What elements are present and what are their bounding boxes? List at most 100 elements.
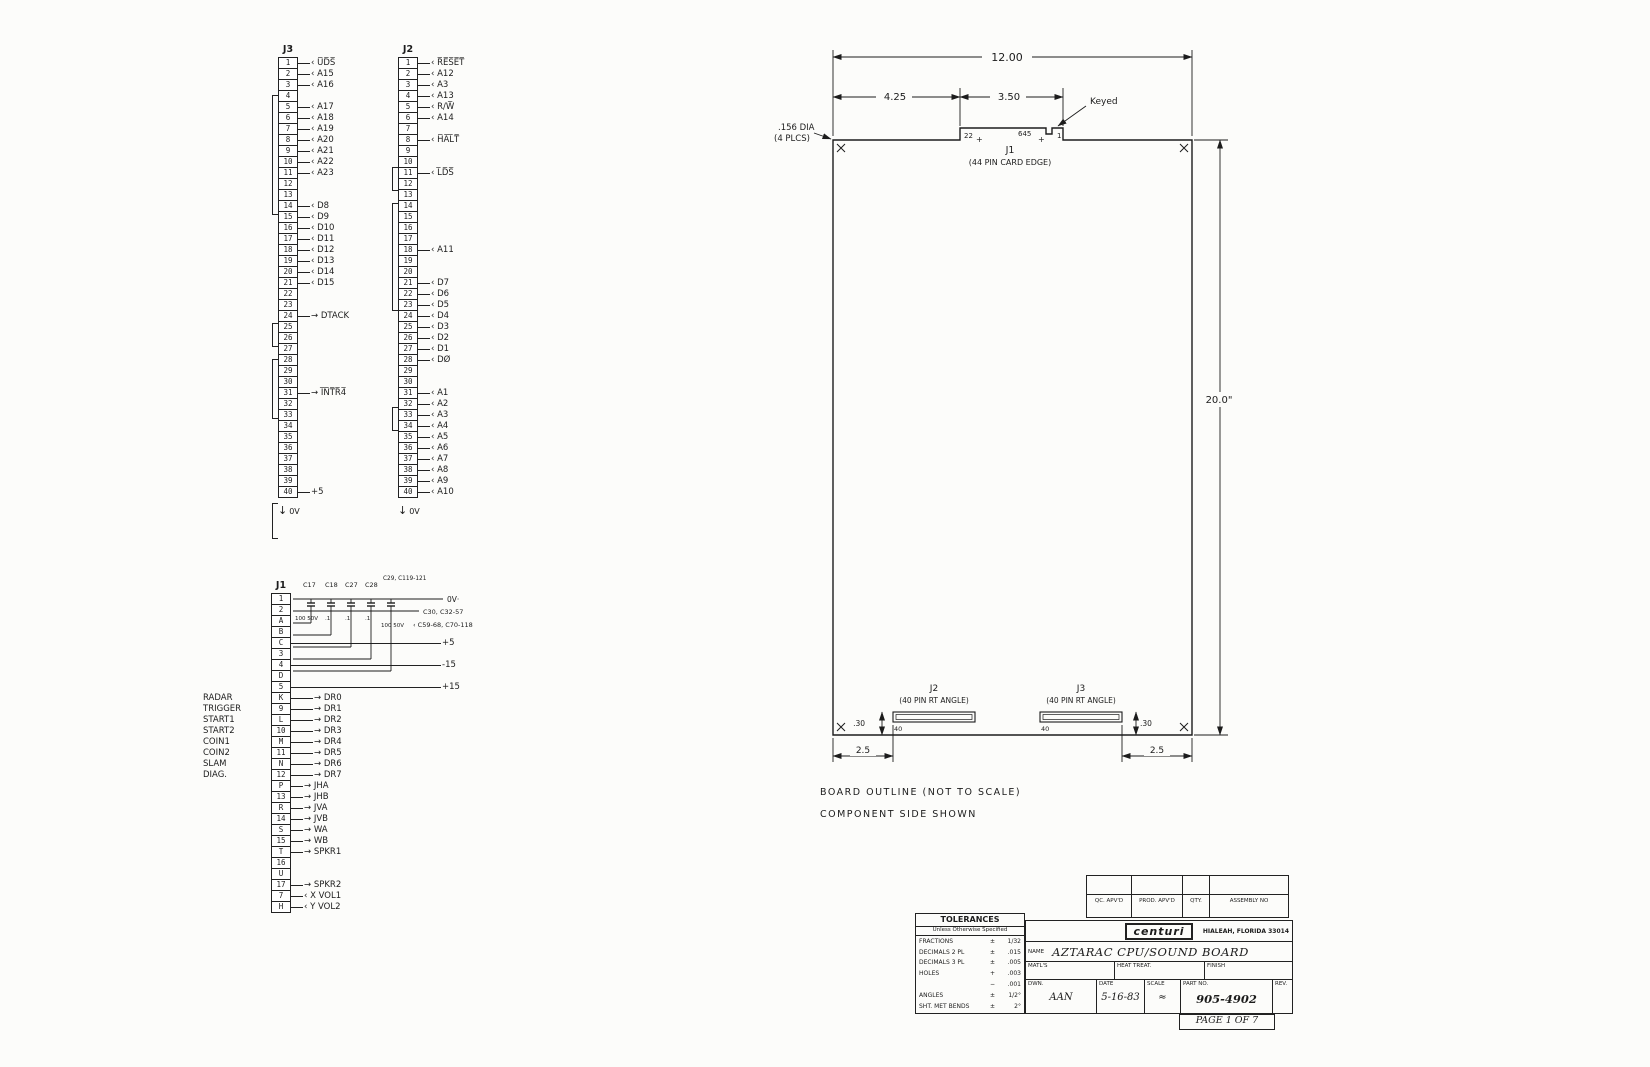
pin-row: START2 10 → DR3 <box>199 725 460 737</box>
pin-signal-label: → SPKR1 <box>291 847 341 857</box>
svg-text:.30: .30 <box>853 719 865 728</box>
pin-row: 13 → JHB <box>199 791 460 803</box>
pin-row: 8 ‹ A20 <box>278 134 349 146</box>
bus-bracket <box>392 203 398 311</box>
svg-text:.1: .1 <box>345 616 350 622</box>
pin-signal-label: ‹ A3 <box>418 80 448 90</box>
pin-number: 40 <box>278 486 298 498</box>
board-outline-drawing: 12.00 4.25 3.50 Keyed .156 DIA (4 PLCS) … <box>774 50 1242 820</box>
svg-text:.156 DIA: .156 DIA <box>778 123 815 133</box>
bus-bracket <box>392 167 398 191</box>
pin-signal-label: ‹ A17 <box>298 102 334 112</box>
ground-label: 0V <box>289 507 300 516</box>
pin-row: 38 ‹ A8 <box>398 464 464 476</box>
pin-row: H ‹ Y VOL2 <box>199 901 460 913</box>
pin-signal-label: → DR4 <box>291 737 342 747</box>
tolerance-value: .015 <box>1007 948 1021 956</box>
pin-signal-label: ‹ D2 <box>418 333 449 343</box>
pin-number: H <box>271 901 291 913</box>
tolerance-value: 1/2° <box>1008 991 1021 999</box>
pin-signal-label: ‹ D7 <box>418 278 449 288</box>
pin-signal-label: ‹ L̅D̅S̅ <box>418 168 454 178</box>
company-location: HIALEAH, FLORIDA 33014 <box>1202 928 1289 935</box>
svg-text:(4 PLCS): (4 PLCS) <box>774 134 810 144</box>
bus-bracket <box>272 323 278 347</box>
finish-label: FINISH <box>1207 963 1226 969</box>
pin-signal-label: ‹ D15 <box>298 278 334 288</box>
capacitor-wires <box>293 598 443 672</box>
svg-text:0V·: 0V· <box>447 595 459 604</box>
svg-text:J2: J2 <box>929 684 938 694</box>
pin-row: 16 <box>398 222 464 234</box>
pin-number: 13 <box>278 189 298 201</box>
connector-j1: J1 1 2 A B C +5 <box>199 580 460 913</box>
pin-signal-label: ‹ H̅A̅L̅T̅ <box>418 135 459 145</box>
svg-text:20.0": 20.0" <box>1206 395 1233 406</box>
svg-text:2.5: 2.5 <box>856 746 870 756</box>
connector-j3-outline <box>1039 711 1123 723</box>
pin-row: 33 ‹ A3 <box>398 409 464 421</box>
connector-j2-title: J2 <box>402 44 414 55</box>
svg-text:.30: .30 <box>1140 719 1152 728</box>
page-number-value: PAGE 1 OF 7 <box>1195 1015 1259 1026</box>
pin-signal-label: → DR7 <box>291 770 342 780</box>
name-label: NAME <box>1028 948 1045 955</box>
drawn-by-cell: DWN. AAN <box>1026 980 1096 1013</box>
svg-text:.1: .1 <box>365 616 370 622</box>
svg-text:645: 645 <box>1018 130 1031 138</box>
pin-signal-label: ‹ Y VOL2 <box>291 902 341 912</box>
pin-signal-label: → WA <box>291 825 328 835</box>
tolerance-row: FRACTIONS ± 1/32 <box>916 936 1024 947</box>
pin-number: 34 <box>278 420 298 432</box>
svg-text:J3: J3 <box>1076 684 1085 694</box>
pin-signal-label: ‹ A15 <box>298 69 334 79</box>
tolerance-row: − .001 <box>916 979 1024 990</box>
pin-signal-label: ‹ A10 <box>418 487 454 497</box>
svg-text:(44 PIN CARD EDGE): (44 PIN CARD EDGE) <box>969 158 1051 167</box>
svg-text:C30, C32-57: C30, C32-57 <box>423 608 463 616</box>
panel-input-label: DIAG. <box>203 770 228 780</box>
pin-signal-label: ‹ D13 <box>298 256 334 266</box>
svg-text:3.50: 3.50 <box>998 92 1020 103</box>
pin-signal-label: ‹ D11 <box>298 234 334 244</box>
connector-j1-title: J1 <box>275 580 287 591</box>
pin-signal-label: ‹ U̅D̅S̅ <box>298 58 335 68</box>
pin-row: 40 +5 <box>278 486 349 498</box>
panel-input-label: SLAM <box>203 759 227 769</box>
svg-text:40: 40 <box>1041 725 1049 733</box>
pin-signal-label: ‹ A20 <box>298 135 334 145</box>
tolerance-item: SHT. MET BENDS <box>919 1002 970 1010</box>
svg-text:‹ C59-68, C70-118: ‹ C59-68, C70-118 <box>413 621 473 629</box>
pin-row: 40 ‹ A10 <box>398 486 464 498</box>
matl-cell: MATL'S <box>1026 962 1114 979</box>
ground-arrow: 0V <box>278 498 349 516</box>
drawn-by-label: DWN. <box>1028 981 1044 987</box>
date-label: DATE <box>1099 981 1114 987</box>
svg-text:40: 40 <box>894 725 902 733</box>
pin-signal-label: ‹ A5 <box>418 432 448 442</box>
panel-input-label: COIN2 <box>203 748 230 758</box>
pin-signal-label: ‹ A21 <box>298 146 334 156</box>
pin-number: 37 <box>278 453 298 465</box>
tolerance-value: .005 <box>1007 959 1021 967</box>
pin-number: 36 <box>278 442 298 454</box>
svg-text:COMPONENT SIDE SHOWN: COMPONENT SIDE SHOWN <box>820 809 977 820</box>
approval-header: ASSEMBLY NO <box>1209 894 1289 918</box>
pin-number: 40 <box>398 486 418 498</box>
pin-signal-label: → JVB <box>291 814 328 824</box>
board-name: AZTARAC CPU/SOUND BOARD <box>1052 944 1249 959</box>
pin-signal-label: +5 <box>298 487 324 497</box>
pin-signal-label: +15 <box>291 682 460 692</box>
tolerance-sign: − <box>989 981 996 989</box>
pin-row: 32 <box>278 398 349 410</box>
pin-signal-label: → DR5 <box>291 748 342 758</box>
tolerance-value: 1/32 <box>1007 937 1021 945</box>
tolerances-title: TOLERANCES <box>916 914 1024 927</box>
pin-row: 10 ‹ A22 <box>278 156 349 168</box>
pin-signal-label: ‹ A9 <box>418 476 448 486</box>
tolerance-item: HOLES <box>919 970 940 978</box>
pin-signal-label: → DR2 <box>291 715 342 725</box>
connector-j3: J3 1 ‹ U̅D̅S̅ 2 ‹ A15 3 ‹ A16 4 5 ‹ A17 <box>266 44 349 539</box>
pin-row: 26 ‹ D2 <box>398 332 464 344</box>
